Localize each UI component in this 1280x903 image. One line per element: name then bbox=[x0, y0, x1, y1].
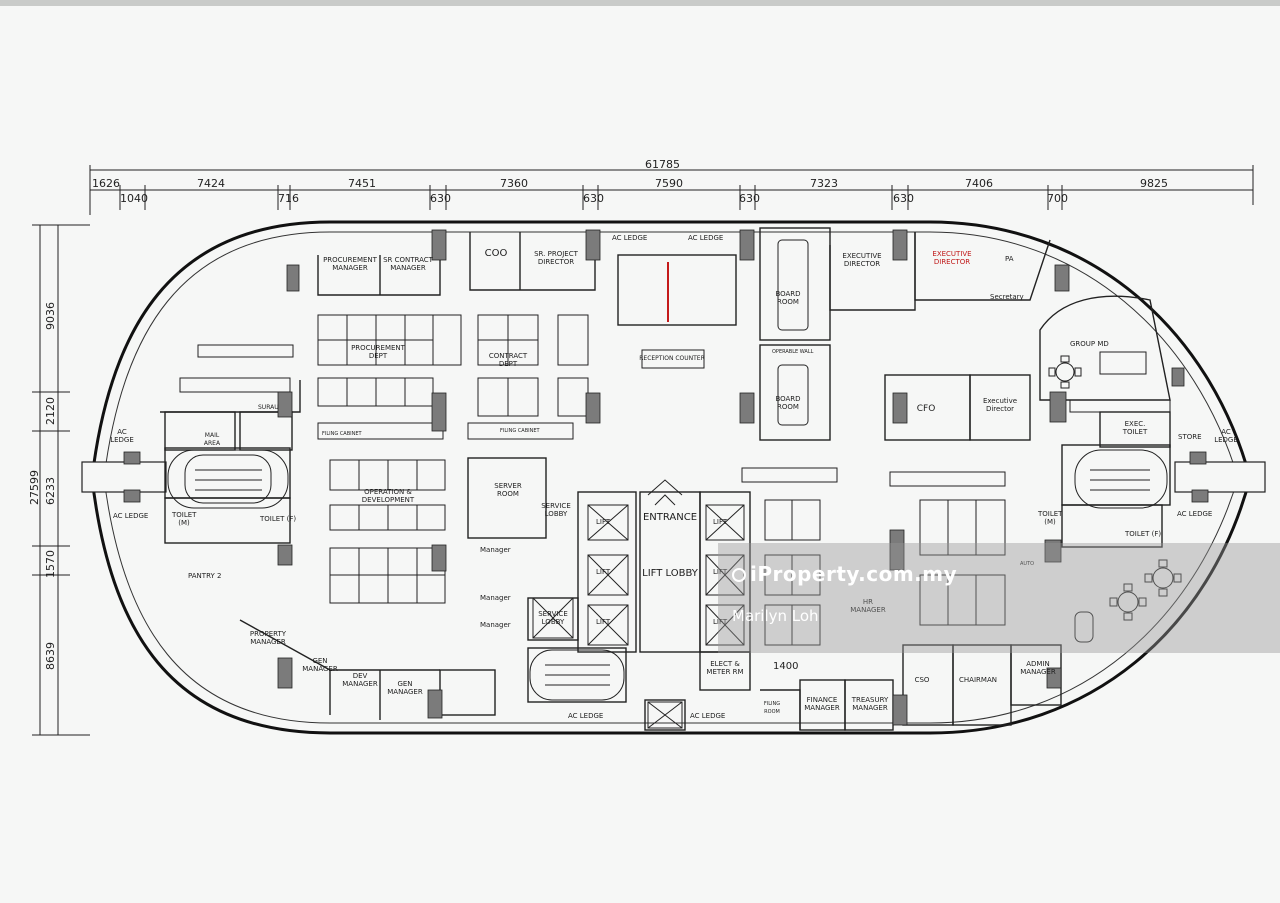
room-filing-cabinet: FILING CABINET bbox=[322, 431, 362, 437]
room-dev-manager: DEV MANAGER bbox=[342, 672, 378, 688]
room-sr-contract-manager: SR CONTRACT MANAGER bbox=[383, 256, 433, 272]
room-ac-ledge-bottom: AC LEDGE bbox=[568, 712, 604, 720]
room-chairman: CHAIRMAN bbox=[959, 676, 997, 684]
location-pin-icon bbox=[732, 568, 746, 582]
room-group-md: GROUP MD bbox=[1070, 340, 1109, 348]
room-operable-wall: OPERABLE WALL bbox=[772, 349, 814, 355]
dim-segment: 630 bbox=[583, 192, 604, 205]
room-sr-project-director: SR. PROJECT DIRECTOR bbox=[534, 250, 578, 266]
dim-segment: 1040 bbox=[120, 192, 148, 205]
room-elect-meter: ELECT & METER RM bbox=[706, 660, 744, 676]
room-ac-ledge-right-upper: AC LEDGE bbox=[1214, 428, 1238, 444]
room-toilet-m-left: TOILET (M) bbox=[172, 511, 197, 527]
room-service-lobby-upper: SERVICE LOBBY bbox=[541, 502, 571, 518]
room-store: STORE bbox=[1178, 433, 1202, 441]
room-finance-manager: FINANCE MANAGER bbox=[804, 696, 840, 712]
room-ac-ledge-right: AC LEDGE bbox=[1177, 510, 1213, 518]
room-mail-area: MAIL AREA bbox=[203, 432, 221, 447]
room-ac-ledge: AC LEDGE bbox=[612, 234, 648, 242]
dim-1400: 1400 bbox=[773, 661, 799, 672]
room-filing-cabinet: FILING CABINET bbox=[500, 428, 540, 434]
room-operation-development: OPERATION & DEVELOPMENT bbox=[361, 488, 415, 504]
dim-segment: 1570 bbox=[44, 550, 57, 578]
room-filing-room: FILING ROOM bbox=[763, 701, 781, 715]
room-hr-manager: HR MANAGER bbox=[850, 598, 886, 614]
room-cso: CSO bbox=[914, 676, 930, 684]
room-procurement-manager: PROCUREMENT MANAGER bbox=[323, 256, 377, 272]
dim-segment: 7451 bbox=[348, 177, 376, 190]
room-lift: LIFT bbox=[596, 568, 611, 576]
room-gen-manager: GEN MANAGER bbox=[302, 657, 338, 673]
dim-segment: 630 bbox=[739, 192, 760, 205]
room-coo: COO bbox=[484, 248, 508, 259]
room-server-room: SERVER ROOM bbox=[494, 482, 522, 498]
top-band bbox=[0, 0, 1280, 6]
room-pantry: PANTRY 2 bbox=[188, 572, 222, 580]
room-reception-counter: RECEPTION COUNTER bbox=[639, 355, 705, 362]
room-executive-director-red: EXECUTIVE DIRECTOR bbox=[932, 250, 972, 266]
room-board-room: BOARD ROOM bbox=[775, 290, 801, 306]
dim-segment: 7323 bbox=[810, 177, 838, 190]
room-lift: LIFT bbox=[713, 618, 728, 626]
room-executive-director: EXECUTIVE DIRECTOR bbox=[842, 252, 882, 268]
watermark-logo-text: iProperty.com.my bbox=[750, 562, 958, 586]
watermark-logo: iProperty.com.my bbox=[732, 562, 957, 586]
room-secretary: Secretary bbox=[990, 293, 1024, 301]
watermark-agent-name: Marilyn Loh bbox=[732, 607, 819, 625]
dim-segment: 8639 bbox=[44, 642, 57, 670]
room-manager: Manager bbox=[480, 594, 511, 602]
room-autogate: AUTO bbox=[1020, 561, 1035, 567]
room-entrance: ENTRANCE bbox=[642, 512, 698, 523]
room-ac-ledge: AC LEDGE bbox=[688, 234, 724, 242]
room-lift: LIFT bbox=[596, 518, 611, 526]
room-pa: PA bbox=[1005, 255, 1014, 263]
room-board-room-2: BOARD ROOM bbox=[775, 395, 801, 411]
room-toilet-m-right: TOILET (M) bbox=[1038, 510, 1063, 526]
dim-segment: 7360 bbox=[500, 177, 528, 190]
room-manager: Manager bbox=[480, 546, 511, 554]
watermark-band bbox=[718, 543, 1280, 653]
dim-segment: 7590 bbox=[655, 177, 683, 190]
room-lift: LIFT bbox=[596, 618, 611, 626]
dim-segment: 2120 bbox=[44, 397, 57, 425]
dim-overall-width: 61785 bbox=[645, 158, 680, 171]
dim-segment: 7424 bbox=[197, 177, 225, 190]
dim-segment: 6233 bbox=[44, 477, 57, 505]
dim-segment: 9036 bbox=[44, 302, 57, 330]
room-lift: LIFT bbox=[713, 518, 728, 526]
room-manager: Manager bbox=[480, 621, 511, 629]
room-procurement-dept: PROCUREMENT DEPT bbox=[351, 344, 405, 360]
room-service-lobby: SERVICE LOBBY bbox=[538, 610, 568, 626]
room-treasury-manager: TREASURY MANAGER bbox=[851, 696, 889, 712]
room-contract-dept: CONTRACT DEPT bbox=[488, 352, 528, 368]
room-exec-toilet: EXEC. TOILET bbox=[1122, 420, 1148, 436]
dim-segment: 716 bbox=[278, 192, 299, 205]
room-toilet-f-right: TOILET (F) bbox=[1125, 530, 1162, 538]
dim-segment: 630 bbox=[430, 192, 451, 205]
room-ac-ledge-left-upper: AC LEDGE bbox=[110, 428, 134, 444]
room-gen-manager-2: GEN MANAGER bbox=[387, 680, 423, 696]
dim-segment: 9825 bbox=[1140, 177, 1168, 190]
dim-segment: 7406 bbox=[965, 177, 993, 190]
dim-segment: 700 bbox=[1047, 192, 1068, 205]
room-executive-director-small: Executive Director bbox=[982, 397, 1018, 413]
room-ac-ledge-bottom: AC LEDGE bbox=[690, 712, 726, 720]
room-admin-manager: ADMIN MANAGER bbox=[1020, 660, 1056, 676]
room-toilet-f-left: TOILET (F) bbox=[260, 515, 297, 523]
room-cfo: CFO bbox=[916, 404, 936, 414]
room-ac-ledge-left: AC LEDGE bbox=[113, 512, 149, 520]
room-surau: SURAU bbox=[258, 404, 279, 411]
dim-segment: 1626 bbox=[92, 177, 120, 190]
dim-overall-height: 27599 bbox=[28, 470, 41, 505]
dim-segment: 630 bbox=[893, 192, 914, 205]
room-property-manager: PROPERTY MANAGER bbox=[249, 630, 287, 646]
room-lift: LIFT bbox=[713, 568, 728, 576]
room-lift-lobby: LIFT LOBBY bbox=[642, 568, 698, 579]
